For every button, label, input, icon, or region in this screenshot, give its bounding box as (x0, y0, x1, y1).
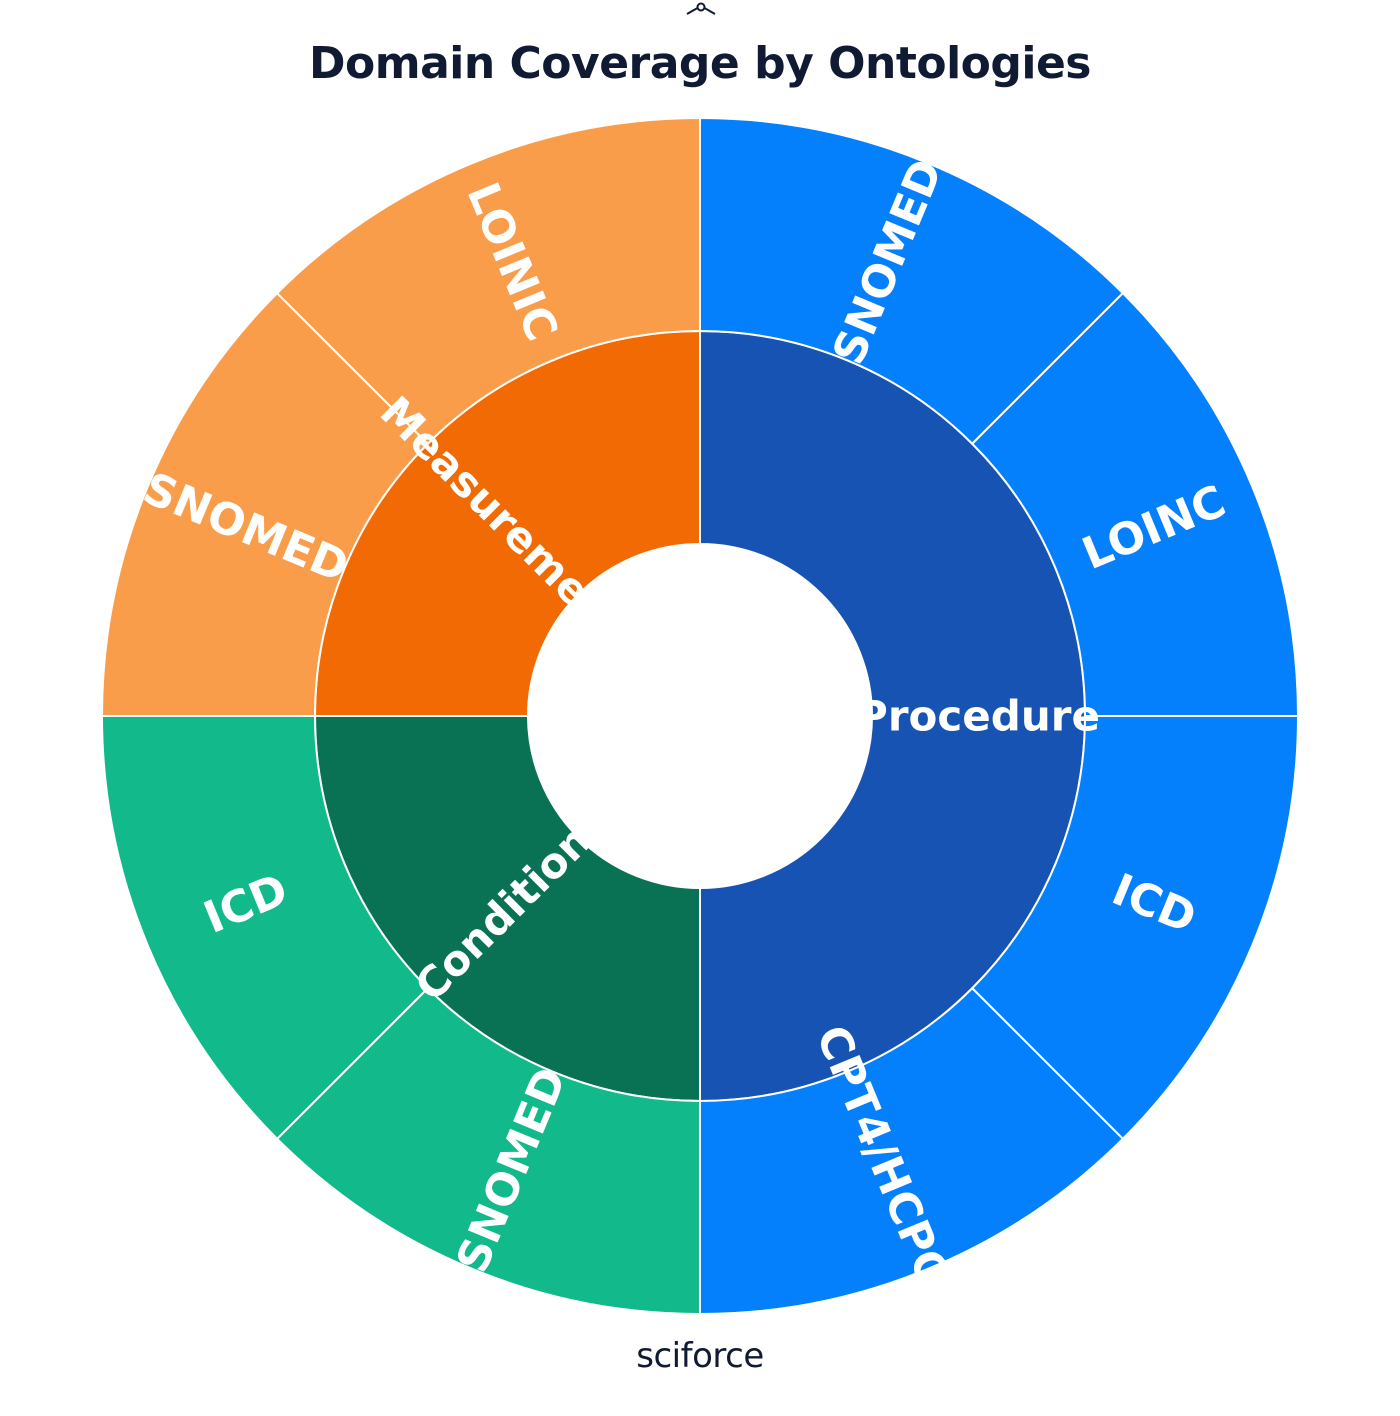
outer-slice-procedure-snomed (699, 116, 1125, 446)
outer-slice-measurement-snomed (100, 291, 430, 717)
inner-label-procedure: Procedure (857, 692, 1100, 741)
outer-slice-condition-icd (100, 715, 430, 1141)
brand-node-icon (686, 2, 716, 15)
chart-title: Domain Coverage by Ontologies (308, 38, 1092, 89)
outer-slice-procedure-icd (970, 715, 1300, 1141)
outer-slice-procedure-loinc (970, 291, 1300, 717)
brand-logo: sciforce (0, 1336, 1400, 1376)
outer-slice-condition-snomed (275, 986, 701, 1316)
outer-slice-measurement-loinic (275, 116, 701, 446)
brand-name: sciforce (636, 1336, 764, 1376)
outer-slice-procedure-cpt4-hcpcs (699, 986, 1125, 1316)
